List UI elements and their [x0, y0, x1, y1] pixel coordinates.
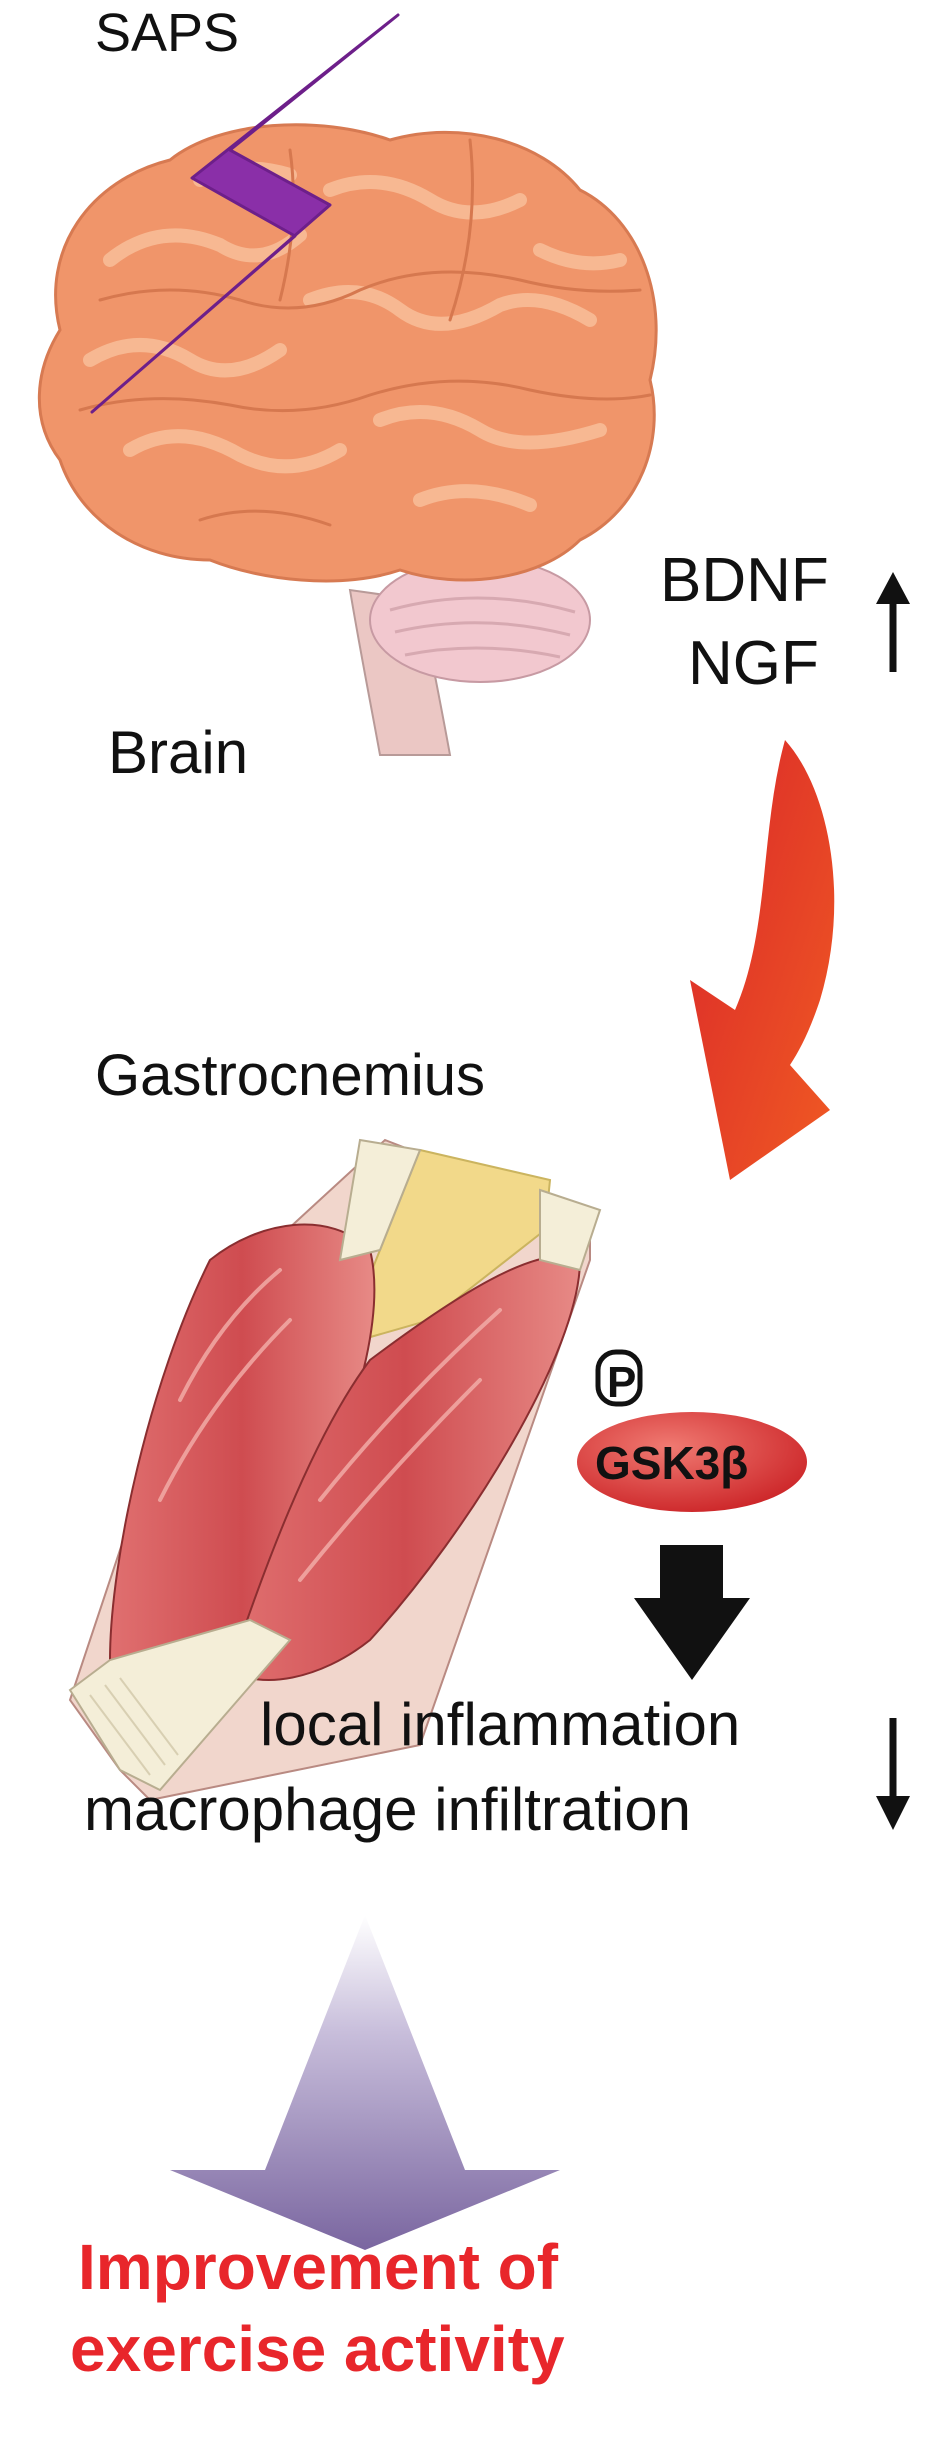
muscle-illustration: [68, 1138, 602, 1802]
macrophage-label: macrophage infiltration: [84, 1776, 692, 1843]
gastrocnemius-label: Gastrocnemius: [95, 1043, 486, 1108]
down-arrow-icon: [634, 1545, 750, 1680]
gsk3b-label: GSK3β: [595, 1437, 749, 1489]
inflammation-label: local inflammation: [260, 1691, 741, 1758]
outcome-label-line2: exercise activity: [70, 2313, 565, 2385]
ngf-label: NGF: [688, 629, 819, 698]
outcome-label-line1: Improvement of: [78, 2231, 559, 2303]
brain-label: Brain: [108, 719, 249, 786]
up-arrow-icon: [876, 572, 910, 672]
cerebrum: [37, 123, 658, 583]
phospho-badge: [595, 1349, 643, 1407]
phospho-label: P: [607, 1358, 637, 1407]
tendon-top: [338, 1138, 602, 1272]
outcome-arrow-icon: [170, 1915, 560, 2250]
bdnf-label: BDNF: [660, 546, 829, 615]
tendon-bottom: [68, 1618, 292, 1792]
saps-label: SAPS: [95, 3, 240, 63]
gsk3b-oval: [577, 1412, 807, 1512]
decrease-arrow-icon: [876, 1718, 910, 1830]
brain-illustration: [37, 123, 658, 756]
lightning-bolt-icon: [90, 13, 400, 414]
curved-arrow-icon: [690, 740, 835, 1180]
